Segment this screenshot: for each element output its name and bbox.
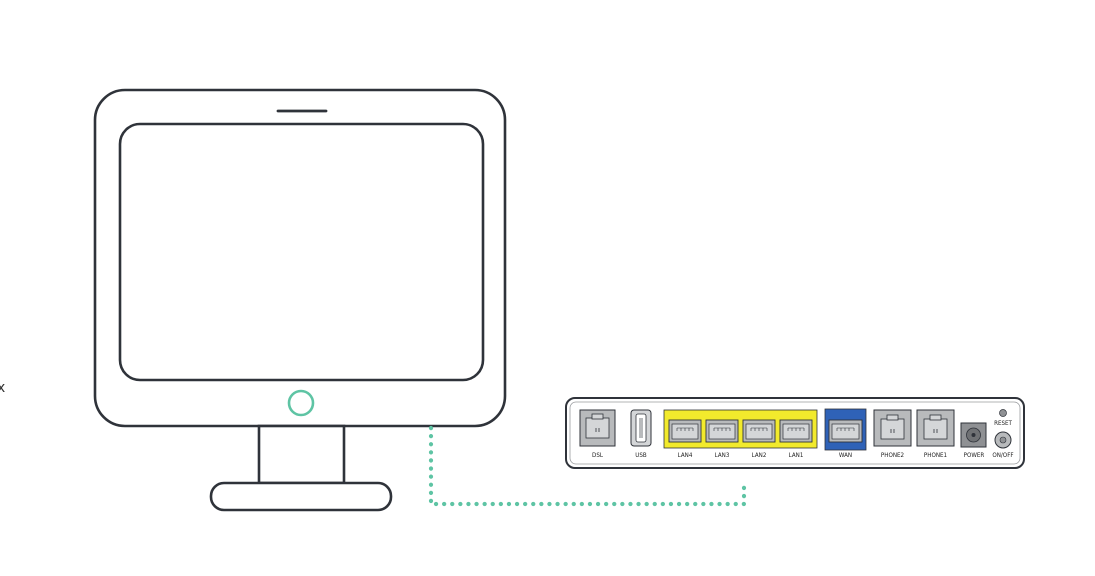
power-jack-label: POWER xyxy=(964,452,985,459)
lan3-port-label: LAN3 xyxy=(715,452,730,459)
reset-button-label: RESET xyxy=(994,420,1012,427)
dsl-port[interactable] xyxy=(579,409,616,447)
lan2-port[interactable] xyxy=(742,419,776,443)
lan4-port-label: LAN4 xyxy=(678,452,693,459)
circle-power-icon[interactable] xyxy=(287,389,315,417)
phone1-port-label: PHONE1 xyxy=(924,452,948,459)
usb-port-label: USB xyxy=(635,452,647,459)
wan-port-label: WAN xyxy=(839,452,852,459)
monitor-base xyxy=(209,481,393,512)
usb-port[interactable] xyxy=(630,409,652,447)
phone2-port[interactable] xyxy=(873,409,912,447)
dsl-port-label: DSL xyxy=(592,452,604,459)
reset-button[interactable] xyxy=(999,409,1007,417)
lan4-port[interactable] xyxy=(668,419,702,443)
lan1-port-label: LAN1 xyxy=(789,452,804,459)
wan-port[interactable] xyxy=(824,408,867,451)
monitor-neck xyxy=(257,424,346,485)
cropped-text-fragment: x xyxy=(0,380,5,396)
phone2-port-label: PHONE2 xyxy=(881,452,904,459)
lan2-port-label: LAN2 xyxy=(752,452,767,459)
phone1-port[interactable] xyxy=(916,409,955,447)
router: DSL USB LAN4 LAN3 LAN2 xyxy=(565,397,1025,469)
router-inner-edge xyxy=(569,401,1021,465)
power-switch[interactable] xyxy=(994,431,1012,449)
lan3-port[interactable] xyxy=(705,419,739,443)
power-switch-label: ON/OFF xyxy=(992,452,1013,459)
power-jack[interactable] xyxy=(960,422,987,448)
monitor xyxy=(93,88,507,512)
monitor-screen xyxy=(118,122,485,382)
lan1-port[interactable] xyxy=(779,419,813,443)
